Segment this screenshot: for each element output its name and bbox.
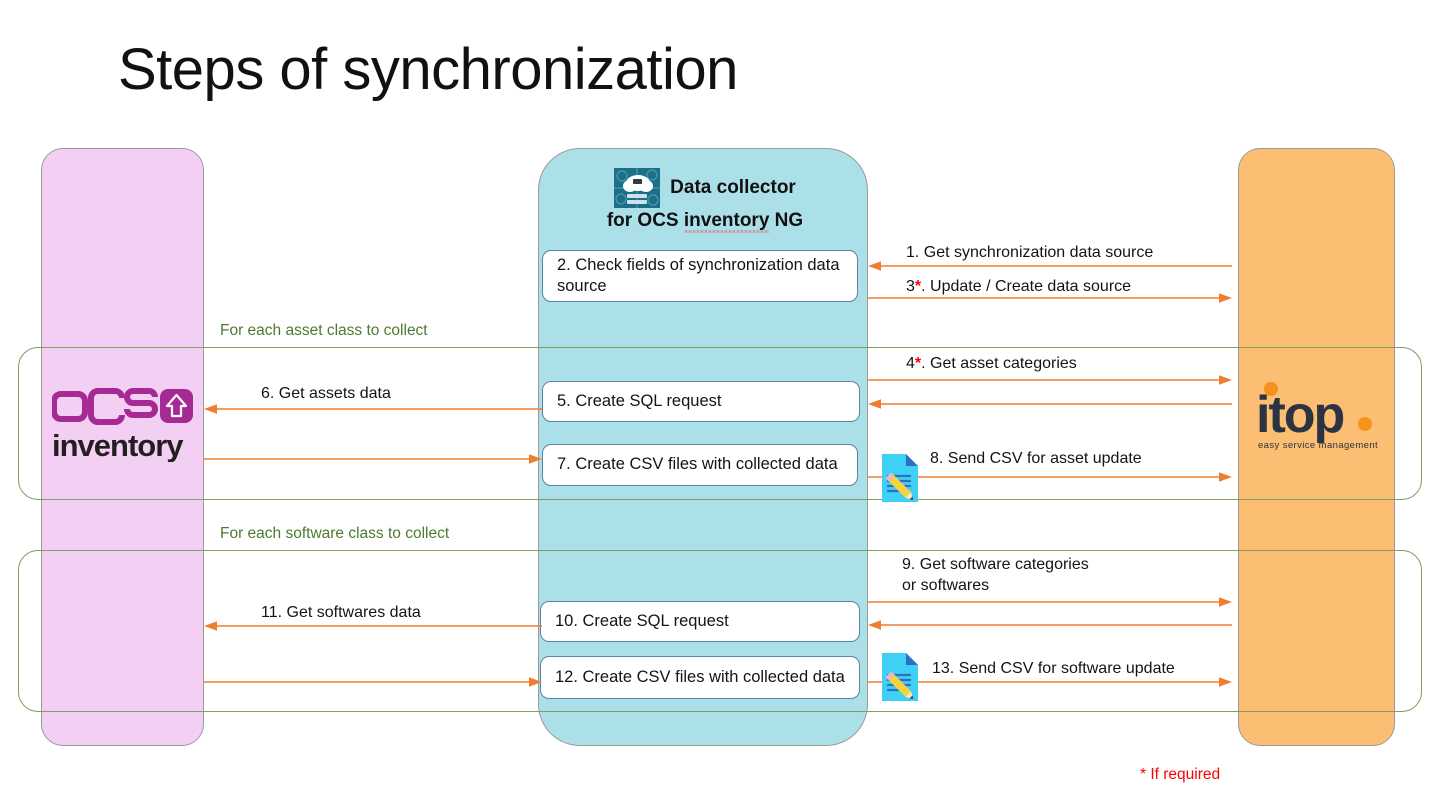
- process-box-step-2[interactable]: 2. Check fields of synchronization data …: [542, 250, 858, 302]
- arrow-step-3: [868, 292, 1232, 304]
- arrow-ocs-to-collector-software: [204, 676, 542, 688]
- arrow-step-8: [868, 471, 1232, 483]
- arrow-step-13: [868, 676, 1232, 688]
- arrow-label-step-1: 1. Get synchronization data source: [906, 244, 1154, 261]
- arrow-label-step-9-line2: or softwares: [902, 576, 990, 594]
- arrow-label-step-9-line1: 9. Get software categories: [902, 556, 1089, 573]
- arrow-label-step-4-text: . Get asset categories: [921, 355, 1077, 372]
- arrow-label-step-13: 13. Send CSV for software update: [932, 660, 1175, 677]
- arrow-step-4-inbound: [868, 398, 1232, 410]
- arrow-label-step-4-num: 4: [906, 355, 915, 372]
- collector-title-line2-a: for OCS: [606, 210, 684, 231]
- group-label-software-class: For each software class to collect: [220, 525, 450, 542]
- group-box-asset-class: [18, 347, 1422, 500]
- svg-text:easy service management: easy service management: [1258, 440, 1378, 451]
- asterisk-marker: *: [914, 278, 922, 295]
- collector-title-line2-c: NG: [769, 210, 804, 231]
- arrow-step-6: [204, 403, 542, 415]
- process-box-step-5[interactable]: 5. Create SQL request: [542, 381, 860, 422]
- collector-title-line2: for OCS inventory NG: [560, 208, 850, 233]
- arrow-label-step-6: 6. Get assets data: [261, 385, 391, 402]
- asterisk-marker: *: [914, 355, 922, 372]
- arrow-label-step-11: 11. Get softwares data: [261, 604, 421, 621]
- itop-logo: itop easy service management: [1248, 378, 1388, 456]
- collector-title-line1: Data collector: [670, 177, 796, 199]
- arrow-step-1: [868, 260, 1232, 272]
- arrow-label-step-3-num: 3: [906, 278, 915, 295]
- svg-text:inventory: inventory: [52, 428, 184, 462]
- process-box-step-10[interactable]: 10. Create SQL request: [540, 601, 860, 642]
- arrow-label-step-3: 3*. Update / Create data source: [906, 277, 1131, 298]
- footnote-if-required: * If required: [1140, 766, 1221, 783]
- process-box-step-7[interactable]: 7. Create CSV files with collected data: [542, 444, 858, 486]
- process-box-step-12[interactable]: 12. Create CSV files with collected data: [540, 656, 860, 699]
- ocs-inventory-logo: inventory: [51, 388, 194, 463]
- page-title: Steps of synchronization: [118, 37, 738, 102]
- arrow-step-4-outbound: [868, 374, 1232, 386]
- csv-file-edit-icon: [880, 452, 922, 504]
- collector-title-line2-misspelled: inventory: [683, 210, 770, 231]
- arrow-label-step-4: 4*. Get asset categories: [906, 354, 1077, 375]
- lane-ocs-inventory: [41, 148, 204, 746]
- arrow-step-9-inbound: [868, 619, 1232, 631]
- group-label-asset-class: For each asset class to collect: [220, 322, 428, 339]
- arrow-label-step-3-text: . Update / Create data source: [921, 278, 1132, 295]
- collector-header: Data collector for OCS inventory NG: [560, 168, 850, 233]
- lane-itop: [1238, 148, 1395, 746]
- group-box-software-class: [18, 550, 1422, 712]
- arrow-step-11: [204, 620, 542, 632]
- arrow-label-step-8: 8. Send CSV for asset update: [930, 450, 1142, 467]
- cloud-server-icon: [614, 168, 661, 208]
- csv-file-edit-icon: [880, 651, 922, 703]
- svg-text:itop: itop: [1256, 386, 1344, 444]
- arrow-label-step-9: 9. Get software categories or softwares: [902, 555, 1089, 597]
- arrow-ocs-to-collector-asset: [204, 453, 542, 465]
- arrow-step-9-outbound: [868, 596, 1232, 608]
